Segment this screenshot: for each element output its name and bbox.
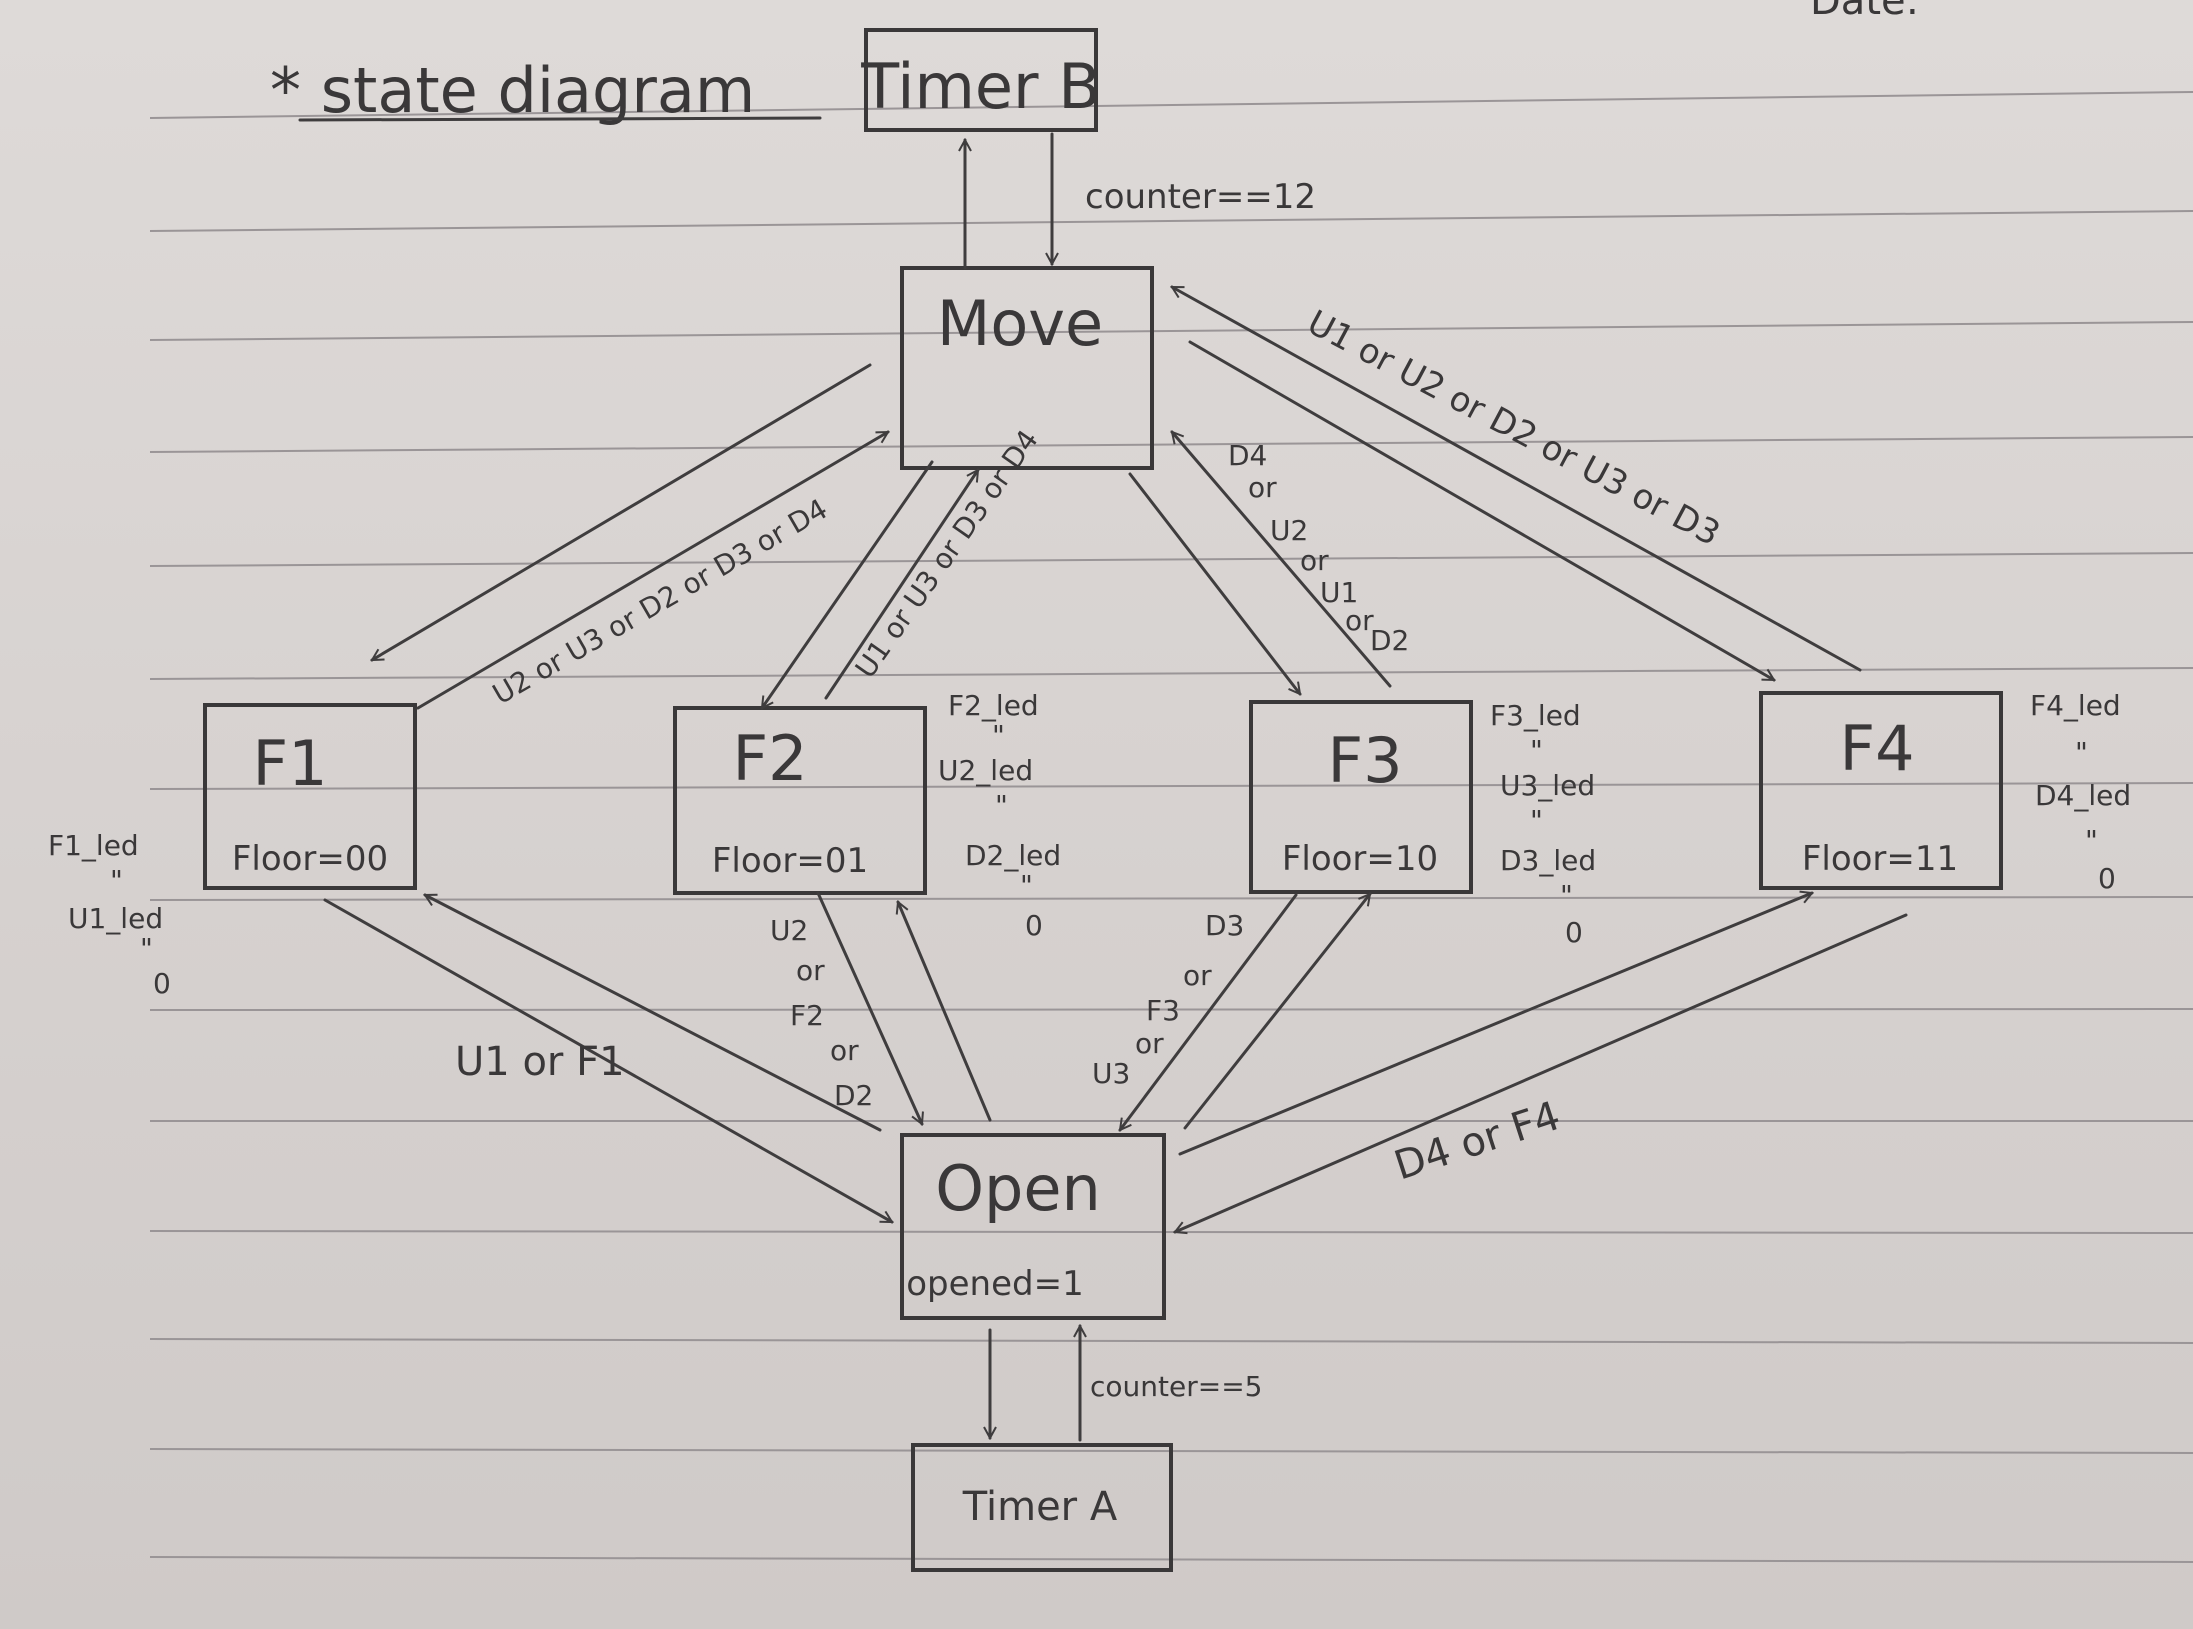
svg-text:": " (1020, 869, 1033, 902)
svg-text:0: 0 (153, 967, 171, 1000)
svg-text:or: or (796, 954, 825, 987)
state-f2-label: F2 (732, 722, 807, 795)
label-f4-open: D4 or F4 (1389, 1093, 1566, 1190)
svg-text:0: 0 (2098, 862, 2116, 895)
svg-text:": " (140, 932, 153, 965)
svg-text:or: or (1183, 959, 1212, 992)
svg-text:U2_led: U2_led (938, 754, 1033, 787)
svg-text:or: or (1300, 544, 1329, 577)
label-timer-a-open: counter==5 (1090, 1370, 1262, 1403)
svg-text:U1_led: U1_led (68, 902, 163, 935)
state-f3-value: Floor=10 (1282, 839, 1438, 879)
svg-text:D3: D3 (1205, 909, 1244, 942)
state-timer-b: Timer B (860, 28, 1101, 132)
svg-text:D2_led: D2_led (965, 839, 1061, 872)
svg-text:D2: D2 (1370, 624, 1409, 657)
label-move-f4: U1 or U2 or D2 or U3 or D3 (1301, 303, 1727, 555)
svg-text:F3_led: F3_led (1490, 699, 1581, 732)
svg-text:0: 0 (1565, 916, 1583, 949)
svg-text:": " (1530, 804, 1543, 837)
label-f3-move: D4 or U2 or U1 or D2 (1228, 439, 1409, 657)
state-open-label: Open (935, 1152, 1101, 1225)
svg-text:": " (995, 789, 1008, 822)
svg-text:D4: D4 (1228, 439, 1267, 472)
label-f2-open: U2 or F2 or D2 (770, 914, 873, 1112)
state-f4-label: F4 (1839, 712, 1914, 785)
state-f3-label: F3 (1327, 724, 1402, 797)
state-move: Move (900, 266, 1154, 470)
label-f3-open: D3 or F3 or U3 (1092, 909, 1244, 1090)
label-f1-open: U1 or F1 (455, 1039, 625, 1085)
svg-text:or: or (830, 1034, 859, 1067)
svg-text:F4_led: F4_led (2030, 689, 2121, 722)
svg-text:U2: U2 (770, 914, 808, 947)
svg-text:or: or (1248, 471, 1277, 504)
date-label: Date: (1810, 0, 1919, 24)
note-f1: F1_led " U1_led " 0 (48, 829, 171, 1000)
state-f1-label: F1 (252, 727, 327, 800)
svg-text:F3: F3 (1146, 994, 1180, 1027)
state-f1-value: Floor=00 (232, 839, 388, 879)
state-f2: F2 Floor=01 (673, 706, 927, 895)
state-timer-a-label: Timer A (962, 1484, 1118, 1530)
svg-text:": " (1560, 879, 1573, 912)
svg-text:0: 0 (1025, 909, 1043, 942)
svg-text:or: or (1345, 604, 1374, 637)
state-timer-a: Timer A (911, 1443, 1173, 1572)
note-f2: F2_led " U2_led " D2_led " 0 (938, 689, 1061, 942)
transition-arrows (323, 132, 1908, 1442)
svg-text:F2: F2 (790, 999, 824, 1032)
page-title: * state diagram (270, 54, 755, 127)
svg-text:": " (1530, 734, 1543, 767)
title-underline (298, 116, 822, 122)
svg-text:U2: U2 (1270, 514, 1308, 547)
label-timer-b-move: counter==12 (1085, 177, 1316, 217)
svg-text:U1: U1 (1320, 576, 1358, 609)
state-f2-value: Floor=01 (712, 841, 868, 881)
svg-text:": " (2085, 824, 2098, 857)
state-f4: F4 Floor=11 (1759, 691, 2003, 890)
svg-text:U3: U3 (1092, 1057, 1130, 1090)
svg-text:": " (992, 719, 1005, 752)
svg-text:D4_led: D4_led (2035, 779, 2131, 812)
svg-text:D2: D2 (834, 1079, 873, 1112)
svg-text:": " (110, 864, 123, 897)
svg-text:U3_led: U3_led (1500, 769, 1595, 802)
state-move-label: Move (937, 287, 1103, 360)
svg-text:or: or (1135, 1027, 1164, 1060)
svg-text:": " (2075, 736, 2088, 769)
svg-text:F1_led: F1_led (48, 829, 139, 862)
state-f1: F1 Floor=00 (203, 703, 417, 890)
state-open-value: opened=1 (906, 1264, 1083, 1304)
state-timer-b-label: Timer B (860, 50, 1100, 123)
note-f3: F3_led " U3_led " D3_led " 0 (1490, 699, 1596, 949)
svg-text:D3_led: D3_led (1500, 844, 1596, 877)
state-f3: F3 Floor=10 (1249, 700, 1473, 894)
svg-text:F2_led: F2_led (948, 689, 1039, 722)
state-f4-value: Floor=11 (1802, 839, 1958, 879)
label-f2-move: U1 or U3 or D3 or D4 (849, 424, 1045, 684)
note-f4: F4_led " D4_led " 0 (2030, 689, 2131, 895)
ruled-lines (149, 91, 2193, 1563)
state-open: Open opened=1 (900, 1133, 1166, 1320)
